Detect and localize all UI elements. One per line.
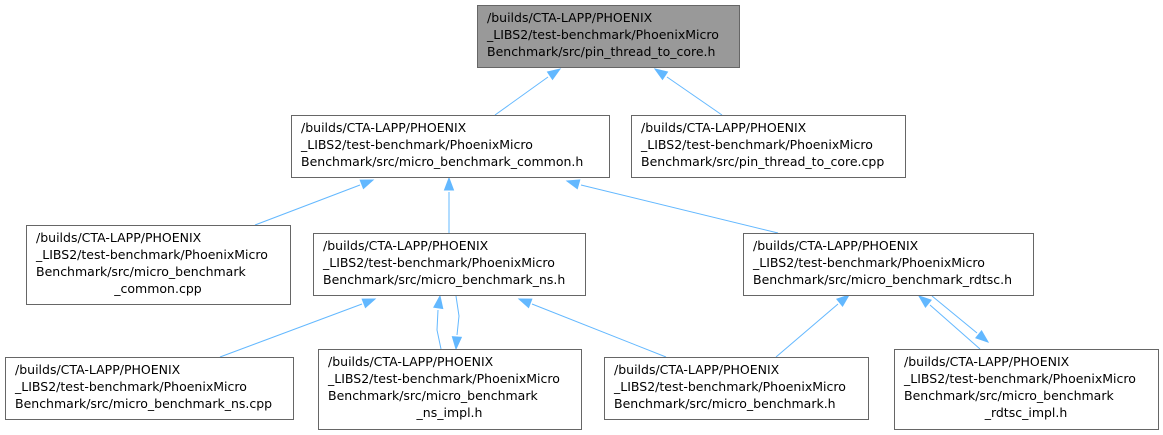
file-path-line: Benchmark/src/pin_thread_to_core.cpp — [641, 154, 884, 169]
arrow-head-icon — [546, 68, 562, 81]
file-path-line: Benchmark/src/micro_benchmark_common.h — [301, 154, 583, 169]
arrow-head-icon — [361, 298, 377, 309]
file-box[interactable] — [604, 357, 869, 420]
file-path-line: _ns_impl.h — [416, 405, 483, 420]
file-path-line: /builds/CTA-LAPP/PHOENIX — [323, 238, 489, 253]
file-path-line: /builds/CTA-LAPP/PHOENIX — [641, 120, 807, 135]
file-path-line: /builds/CTA-LAPP/PHOENIX — [753, 238, 919, 253]
edge-line — [254, 184, 361, 226]
edge-rdtsc_h-to-rdtsc_impl_h — [931, 295, 990, 343]
file-path-line: _rdtsc_impl.h — [984, 405, 1068, 420]
file-box[interactable] — [5, 357, 294, 420]
edge-ns_h-to-ns_impl_h — [451, 295, 463, 351]
file-path-line: Benchmark/src/micro_benchmark — [904, 388, 1114, 403]
nodes-layer: /builds/CTA-LAPP/PHOENIX _LIBS2/test-benc… — [5, 5, 1159, 430]
arrow-head-icon — [517, 298, 533, 309]
file-path-line: Benchmark/src/micro_benchmark_rdtsc.h — [753, 272, 1012, 287]
file-path-line: _LIBS2/test-benchmark/PhoenixMicro — [35, 247, 268, 262]
edge-rdtsc_impl_h-to-rdtsc_h — [917, 295, 981, 350]
file-box[interactable] — [26, 225, 291, 305]
arrow-head-icon — [917, 295, 932, 308]
file-path-line: _LIBS2/test-benchmark/PhoenixMicro — [486, 27, 719, 42]
file-path-line: _LIBS2/test-benchmark/PhoenixMicro — [613, 379, 846, 394]
file-path-line: Benchmark/src/micro_benchmark — [36, 264, 246, 279]
file-path-line: Benchmark/src/micro_benchmark_ns.h — [323, 272, 565, 287]
file-path-line: _LIBS2/test-benchmark/PhoenixMicro — [640, 137, 873, 152]
node-ns_h[interactable]: /builds/CTA-LAPP/PHOENIX _LIBS2/test-benc… — [313, 233, 586, 296]
file-path-line: /builds/CTA-LAPP/PHOENIX — [36, 230, 202, 245]
edge-line — [219, 303, 363, 358]
edges-layer — [219, 68, 990, 358]
node-rdtsc_h[interactable]: /builds/CTA-LAPP/PHOENIX _LIBS2/test-benc… — [743, 233, 1034, 296]
edge-common_cpp-to-common_h — [254, 179, 375, 226]
edge-line — [775, 303, 839, 358]
file-path-line: /builds/CTA-LAPP/PHOENIX — [614, 362, 780, 377]
node-ns_cpp[interactable]: /builds/CTA-LAPP/PHOENIX _LIBS2/test-benc… — [5, 357, 294, 420]
file-path-line: _LIBS2/test-benchmark/PhoenixMicro — [327, 371, 560, 386]
arrow-head-icon — [565, 179, 581, 190]
file-path-line: /builds/CTA-LAPP/PHOENIX — [328, 354, 494, 369]
file-path-line: /builds/CTA-LAPP/PHOENIX — [904, 354, 1070, 369]
edge-line — [931, 295, 978, 334]
root-file-box[interactable] — [477, 5, 740, 68]
arrow-head-icon — [359, 179, 375, 190]
file-path-line: _LIBS2/test-benchmark/PhoenixMicro — [752, 255, 985, 270]
file-box[interactable] — [894, 349, 1159, 430]
node-rdtsc_impl_h[interactable]: /builds/CTA-LAPP/PHOENIX _LIBS2/test-benc… — [894, 349, 1159, 430]
file-path-line: /builds/CTA-LAPP/PHOENIX — [301, 120, 467, 135]
node-common_h[interactable]: /builds/CTA-LAPP/PHOENIX _LIBS2/test-benc… — [291, 115, 610, 178]
node-mb_h[interactable]: /builds/CTA-LAPP/PHOENIX _LIBS2/test-benc… — [604, 357, 869, 420]
arrow-head-icon — [975, 330, 990, 343]
file-path-line: _LIBS2/test-benchmark/PhoenixMicro — [322, 255, 555, 270]
file-path-line: _LIBS2/test-benchmark/PhoenixMicro — [903, 371, 1136, 386]
file-path-line: Benchmark/src/pin_thread_to_core.h — [487, 44, 715, 59]
edge-line — [455, 295, 460, 336]
file-path-line: _common.cpp — [113, 281, 201, 296]
arrow-head-icon — [451, 336, 463, 351]
edge-mb_h-to-rdtsc_h — [775, 294, 851, 358]
edge-mb_h-to-ns_h — [517, 298, 667, 358]
edge-rdtsc_h-to-common_h — [565, 179, 779, 234]
edge-ns_impl_h-to-ns_h — [433, 294, 444, 350]
edge-ns_cpp-to-ns_h — [219, 298, 377, 358]
edge-line — [929, 304, 981, 350]
file-path-line: Benchmark/src/micro_benchmark.h — [614, 396, 836, 411]
file-path-line: /builds/CTA-LAPP/PHOENIX — [487, 10, 653, 25]
node-common_cpp[interactable]: /builds/CTA-LAPP/PHOENIX _LIBS2/test-benc… — [26, 225, 291, 305]
edge-ns_h-to-common_h — [443, 176, 455, 233]
node-ns_impl_h[interactable]: /builds/CTA-LAPP/PHOENIX _LIBS2/test-benc… — [318, 349, 582, 430]
file-path-line: _LIBS2/test-benchmark/PhoenixMicro — [300, 137, 533, 152]
arrow-head-icon — [443, 176, 455, 191]
file-path-line: Benchmark/src/micro_benchmark_ns.cpp — [15, 396, 272, 411]
file-path-line: _LIBS2/test-benchmark/PhoenixMicro — [14, 379, 247, 394]
file-path-line: Benchmark/src/micro_benchmark — [328, 388, 538, 403]
file-box[interactable] — [631, 115, 906, 178]
edge-line — [436, 309, 442, 350]
edge-common_h-to-pin_h — [494, 68, 562, 116]
edge-line — [580, 184, 779, 234]
edge-line — [494, 76, 549, 116]
arrow-head-icon — [653, 68, 669, 81]
file-box[interactable] — [743, 233, 1034, 296]
node-pin_cpp[interactable]: /builds/CTA-LAPP/PHOENIX _LIBS2/test-benc… — [631, 115, 906, 178]
node-pin_h[interactable]: /builds/CTA-LAPP/PHOENIX _LIBS2/test-benc… — [477, 5, 740, 68]
file-path-line: /builds/CTA-LAPP/PHOENIX — [15, 362, 181, 377]
file-box[interactable] — [313, 233, 586, 296]
arrow-head-icon — [836, 294, 851, 307]
file-box[interactable] — [291, 115, 610, 178]
edge-line — [531, 303, 667, 358]
arrow-head-icon — [433, 294, 444, 310]
edge-line — [666, 76, 723, 116]
edge-pin_cpp-to-pin_h — [653, 68, 723, 116]
file-box[interactable] — [318, 349, 582, 430]
